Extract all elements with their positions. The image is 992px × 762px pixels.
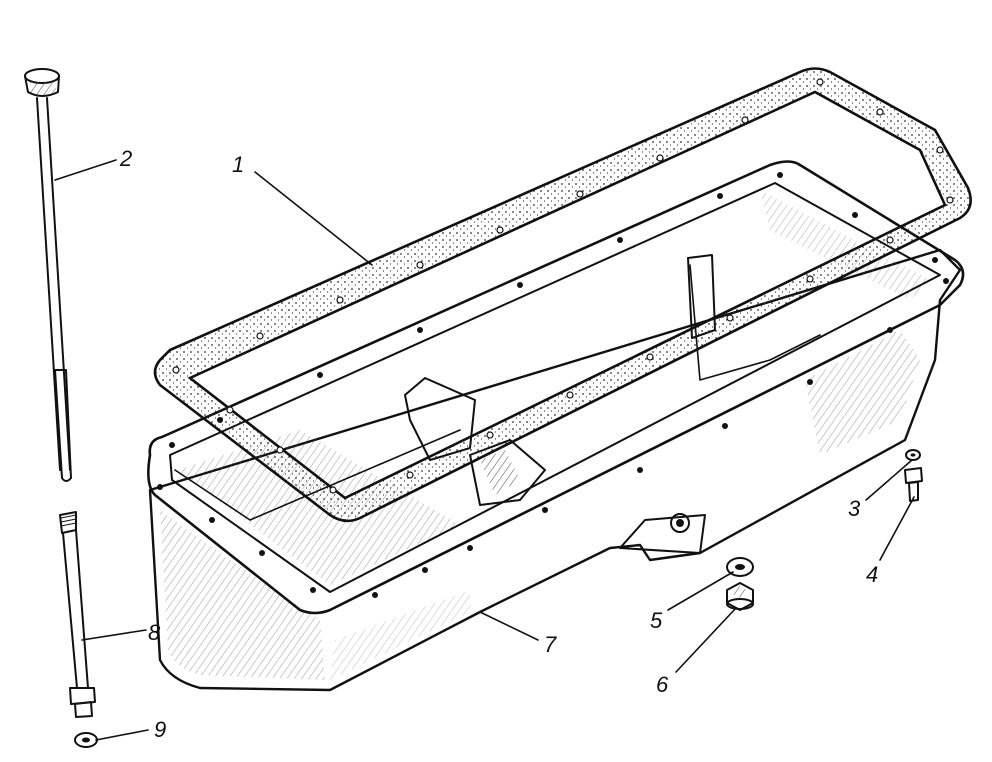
callout-5: 5 [650, 608, 663, 633]
leader-7 [479, 611, 539, 641]
callout-7: 7 [544, 632, 557, 657]
leader-2 [54, 159, 117, 181]
leader-6 [675, 607, 737, 673]
callout-4: 4 [866, 562, 878, 587]
guide-tube [59, 511, 96, 718]
leader-lines [54, 159, 915, 741]
leader-1 [254, 171, 373, 266]
callout-1: 1 [232, 152, 244, 177]
leader-8 [81, 629, 147, 641]
callout-3: 3 [848, 496, 861, 521]
leader-9 [95, 729, 149, 741]
leader-5 [667, 571, 734, 611]
gasket-bolt-holes [172, 78, 954, 494]
tube-washer [74, 732, 98, 748]
washer-small [905, 449, 921, 461]
callout-9: 9 [154, 717, 166, 742]
callout-6: 6 [656, 672, 669, 697]
leader-4 [879, 496, 915, 561]
drain-washer [726, 557, 754, 577]
callout-2: 2 [119, 146, 132, 171]
dipstick [24, 68, 72, 482]
oil-pan [147, 160, 965, 692]
drain-plug [726, 582, 754, 611]
callout-labels: 1 2 3 4 5 6 7 8 9 [119, 146, 878, 742]
leader-3 [865, 459, 913, 501]
bolt [904, 467, 923, 502]
gasket [153, 67, 972, 523]
callout-8: 8 [148, 620, 161, 645]
